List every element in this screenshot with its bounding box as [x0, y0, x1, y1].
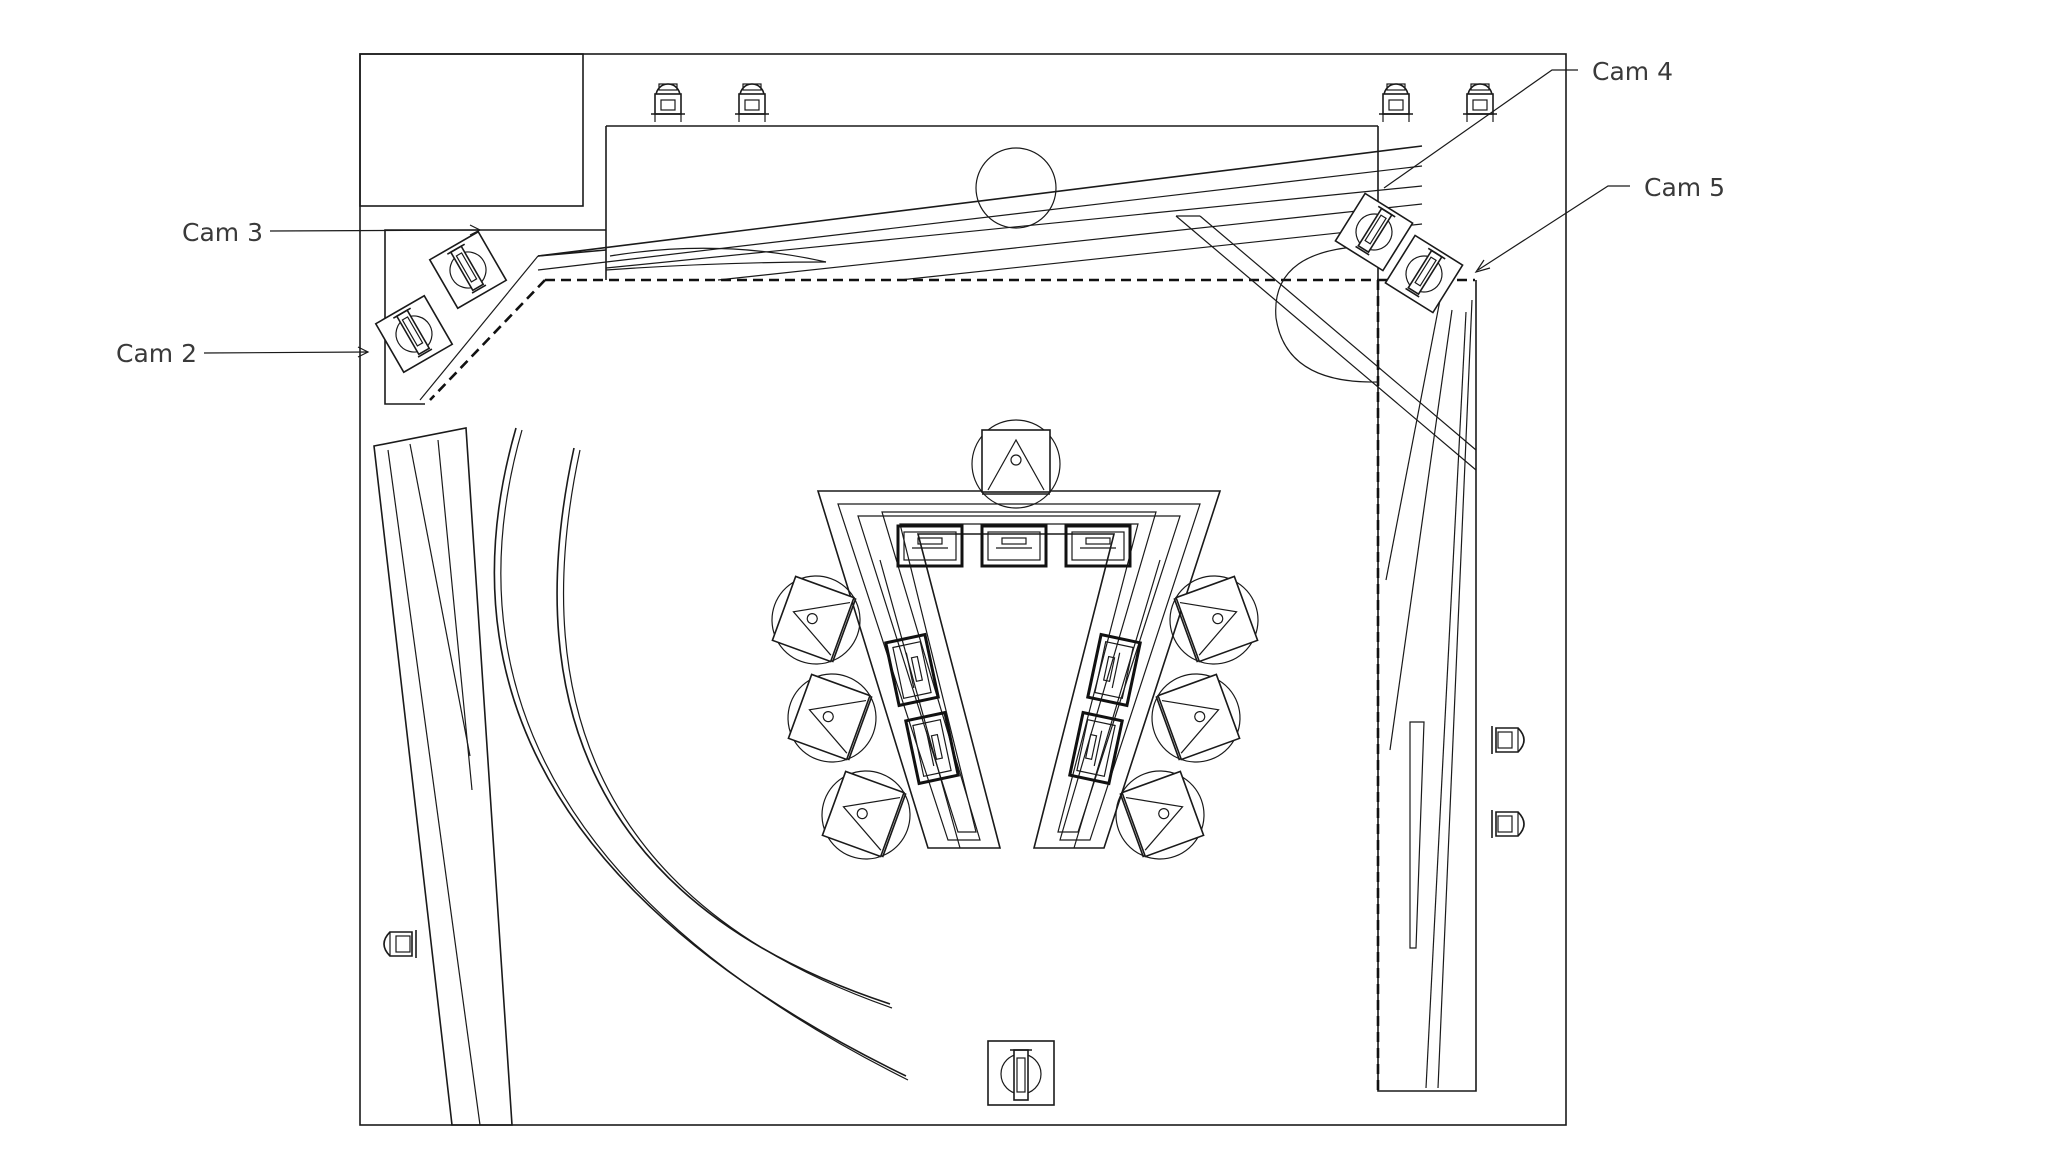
monitor-icon [896, 524, 964, 568]
seat-icon [774, 660, 890, 776]
seat-icon [758, 562, 874, 678]
monitor-icon [1086, 633, 1142, 707]
presenter-seats [758, 419, 1272, 873]
cam4-label: Cam 4 [1592, 57, 1673, 86]
cameras [374, 192, 1464, 1106]
camera-callouts: Cam 2 Cam 3 Cam 4 Cam 5 [116, 57, 1725, 368]
stage-light-icon [1378, 83, 1414, 123]
monitor-icon [980, 524, 1048, 568]
stage-light-icon [1462, 83, 1498, 123]
seat-icon [1138, 660, 1254, 776]
camera-icon [428, 230, 508, 310]
left-flats [373, 427, 513, 1126]
desk-monitors [884, 524, 1142, 785]
control-room [359, 53, 584, 207]
camera-icon [987, 1040, 1055, 1106]
stage-light-icon [734, 83, 770, 123]
stage-light-icon [1491, 725, 1525, 755]
stage-light-icon [650, 83, 686, 123]
cam2-label: Cam 2 [116, 339, 197, 368]
room-outline [359, 53, 1567, 1126]
camera-icon [374, 294, 454, 374]
curved-tracks [493, 427, 909, 1081]
upper-set-wall [384, 125, 1475, 405]
cam3-label: Cam 3 [182, 218, 263, 247]
monitor-icon [1064, 524, 1132, 568]
stage-light-icon [1491, 809, 1525, 839]
cam5-label: Cam 5 [1644, 173, 1725, 202]
seat-icon [1102, 757, 1218, 873]
stage-light-icon [383, 929, 417, 959]
seat-icon [971, 419, 1061, 509]
right-wing [1175, 126, 1477, 1092]
